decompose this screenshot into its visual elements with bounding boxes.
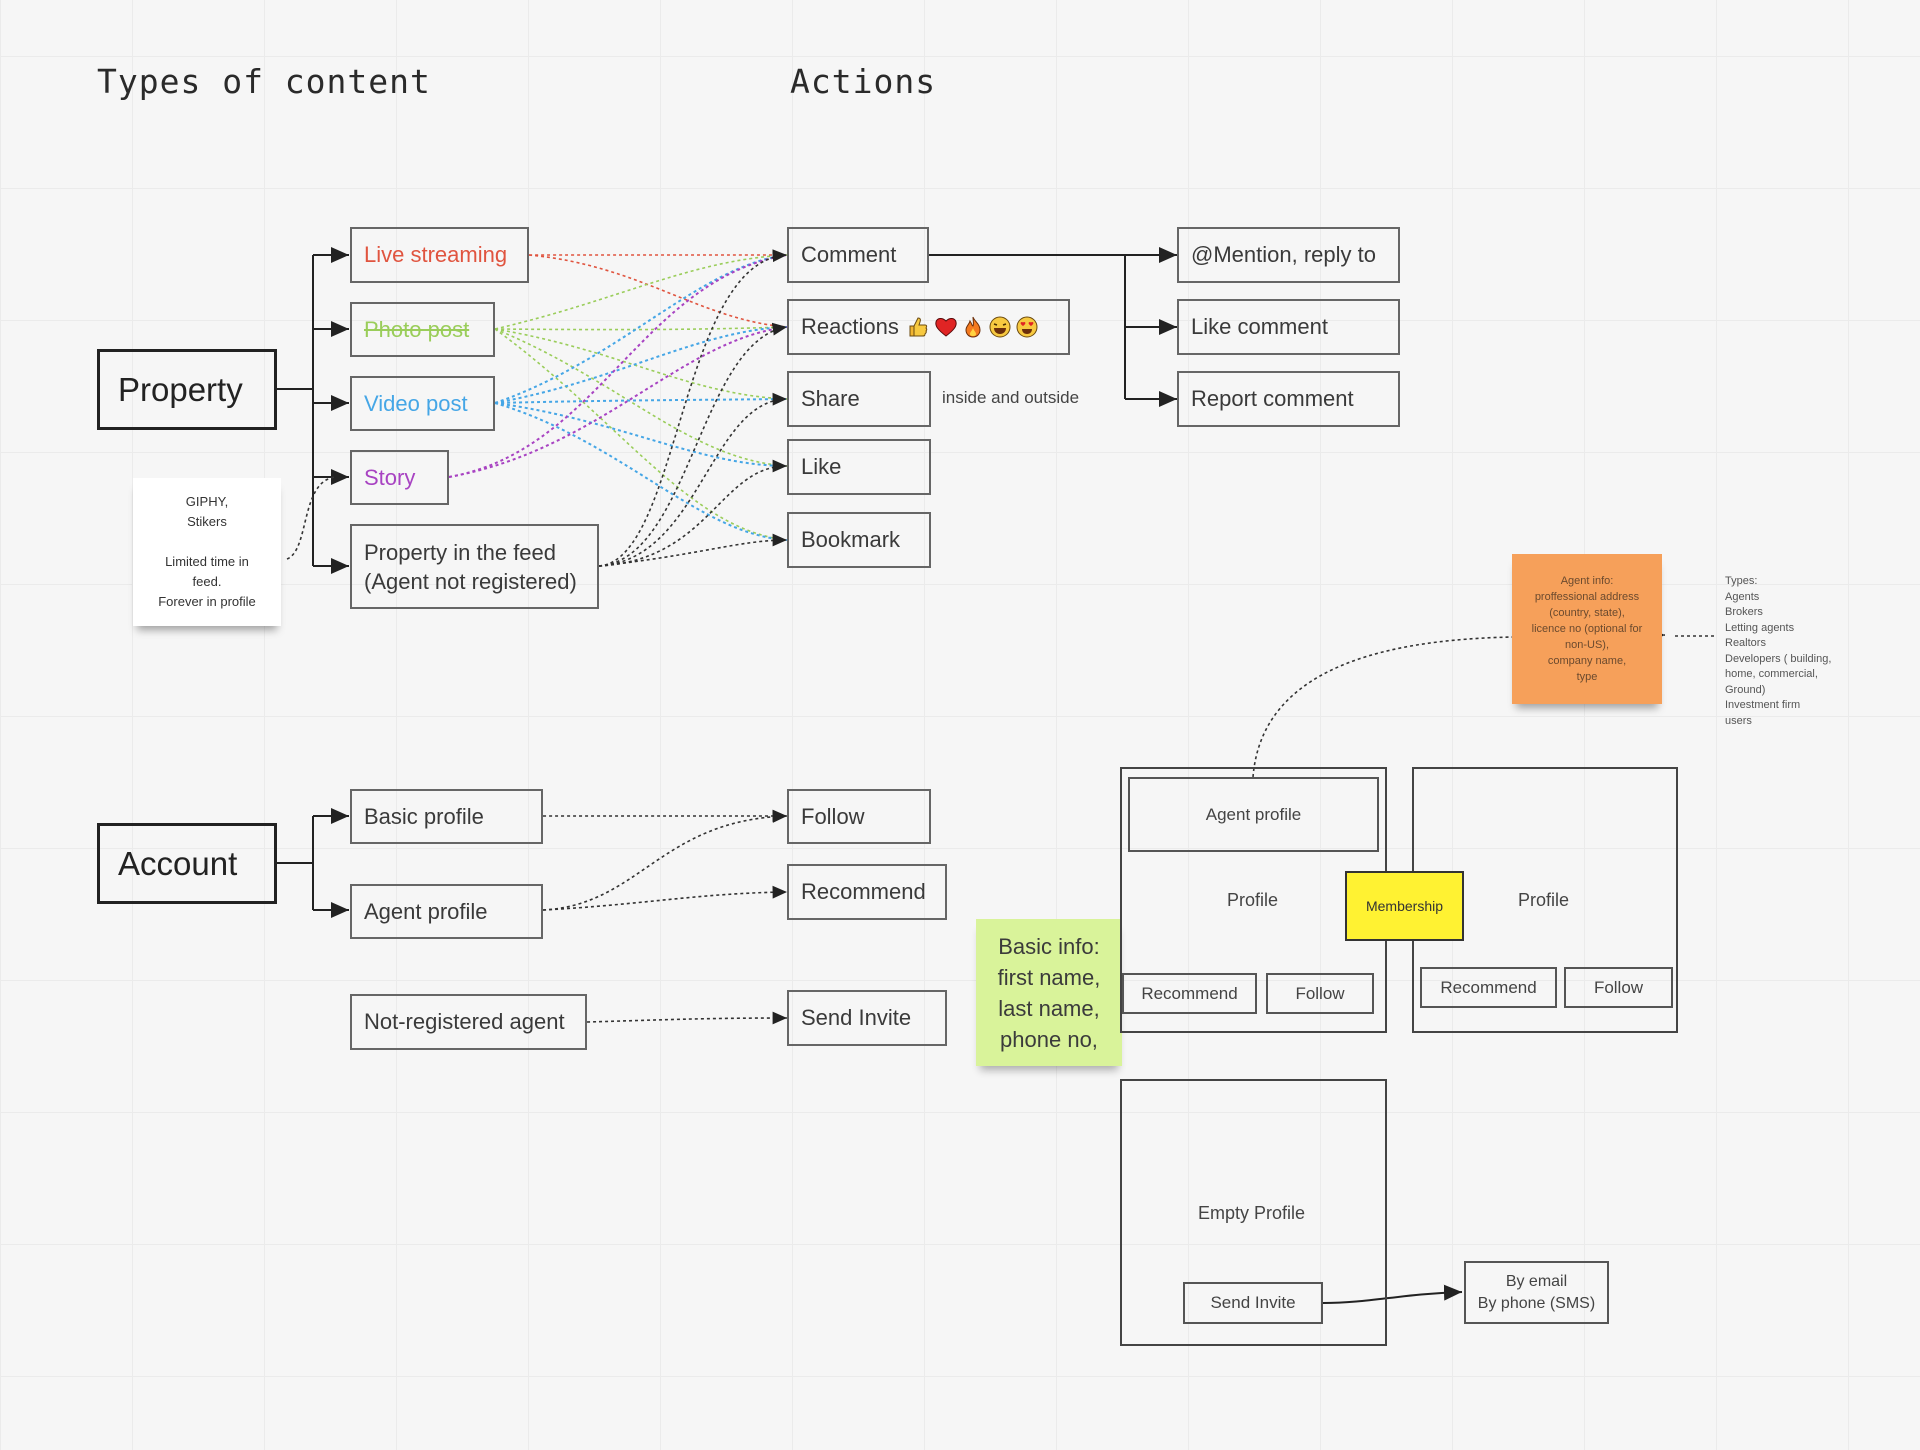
bookmark-node: Bookmark (787, 512, 931, 568)
agent-profile-header: Agent profile (1128, 777, 1379, 852)
like-node: Like (787, 439, 931, 495)
empty-profile-frame (1120, 1079, 1387, 1346)
like-comment-node: Like comment (1177, 299, 1400, 355)
basic-frame-recommend-button[interactable]: Recommend (1420, 967, 1557, 1008)
basic-frame-profile-label: Profile (1518, 890, 1570, 910)
empty-frame-send-invite-button[interactable]: Send Invite (1183, 1282, 1323, 1324)
not-registered-agent-node: Not-registered agent (350, 994, 587, 1050)
recommend-node: Recommend (787, 864, 947, 920)
laughing-face-icon (989, 316, 1011, 338)
invite-channels-node: By email By phone (SMS) (1464, 1261, 1609, 1324)
share-node: Share (787, 371, 931, 427)
account-node: Account (97, 823, 277, 904)
agent-info-note: Agent info: proffessional address (count… (1512, 554, 1662, 704)
reactions-node: Reactions (787, 299, 1070, 355)
heart-eyes-icon (1016, 316, 1038, 338)
report-comment-node: Report comment (1177, 371, 1400, 427)
agent-frame-follow-button[interactable]: Follow (1266, 973, 1374, 1014)
empty-profile-label: Empty Profile (1198, 1203, 1306, 1223)
basic-info-note: Basic info: first name, last name, phone… (976, 919, 1122, 1066)
membership-note: Membership (1345, 871, 1464, 941)
fire-icon (965, 316, 981, 338)
reactions-label: Reactions (801, 314, 899, 339)
mention-reply-node: @Mention, reply to (1177, 227, 1400, 283)
types-of-content-heading: Types of content (97, 62, 431, 101)
agent-frame-recommend-button[interactable]: Recommend (1122, 973, 1257, 1014)
story-node: Story (350, 450, 449, 505)
thumbs-up-icon (909, 317, 928, 337)
basic-frame-follow-button[interactable]: Follow (1564, 967, 1673, 1008)
property-in-feed-node: Property in the feed (Agent not register… (350, 524, 599, 609)
agent-types-note: Types: Agents Brokers Letting agents Rea… (1725, 575, 1832, 727)
send-invite-node: Send Invite (787, 990, 947, 1046)
comment-node: Comment (787, 227, 929, 283)
agent-profile-node: Agent profile (350, 884, 543, 939)
basic-profile-node: Basic profile (350, 789, 543, 844)
reaction-icons (907, 315, 1039, 339)
heart-icon (935, 318, 957, 337)
property-node: Property (97, 349, 277, 430)
actions-heading: Actions (790, 62, 937, 101)
live-streaming-node: Live streaming (350, 227, 529, 283)
agent-frame-profile-label: Profile (1227, 890, 1279, 910)
video-post-node: Video post (350, 376, 495, 431)
follow-node: Follow (787, 789, 931, 844)
photo-post-node: Photo post (350, 302, 495, 357)
giphy-note: GIPHY, Stikers Limited time in feed. For… (133, 478, 281, 626)
share-note: inside and outside (942, 388, 1080, 407)
